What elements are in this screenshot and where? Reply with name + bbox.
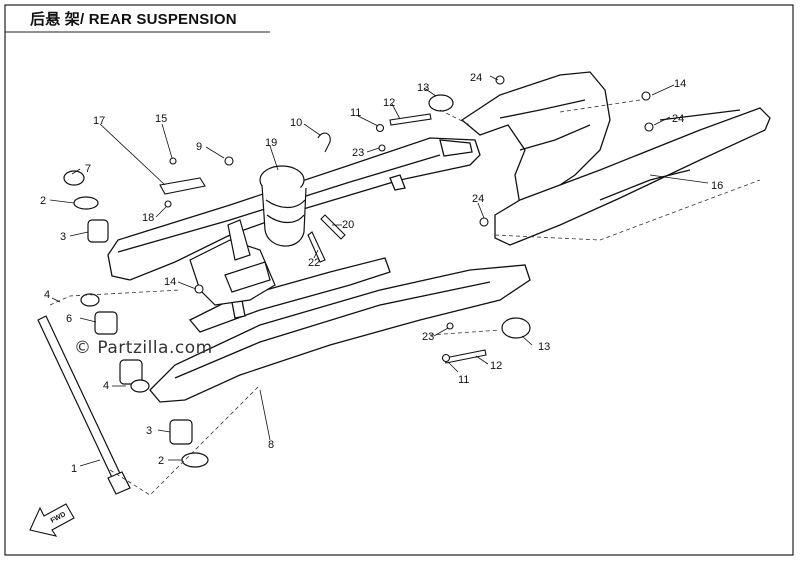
pivot-shaft [37, 315, 131, 495]
forward-direction-arrow: FWD [29, 503, 75, 537]
callout: 9 [196, 141, 202, 153]
page-title: 后悬 架/ REAR SUSPENSION [30, 11, 237, 28]
callout: 1 [71, 463, 77, 475]
callout: 22 [308, 257, 320, 269]
callout: 23 [422, 331, 434, 343]
callout: 14 [164, 276, 176, 288]
callout: 14 [674, 78, 686, 90]
chain-guard [494, 107, 771, 246]
diagram-border [4, 4, 794, 556]
callout-numbers: 1 2 2 3 3 4 4 6 7 8 9 10 11 11 12 12 13 … [40, 72, 723, 475]
callout: 11 [350, 107, 361, 119]
callout: 24 [472, 193, 484, 205]
leader-lines [49, 75, 709, 467]
callout: 4 [103, 380, 109, 392]
callout: 10 [290, 117, 302, 129]
callout: 15 [155, 113, 167, 125]
callout: 13 [417, 82, 429, 94]
callout: 11 [458, 374, 469, 386]
callout: 23 [352, 147, 364, 159]
callout: 17 [93, 115, 105, 127]
callout: 19 [265, 137, 277, 149]
callout: 7 [85, 163, 91, 175]
callout: 24 [470, 72, 482, 84]
callout: 8 [268, 439, 274, 451]
callout: 18 [142, 212, 154, 224]
callout: 6 [66, 313, 72, 325]
callout: 20 [342, 219, 354, 231]
callout: 24 [672, 113, 684, 125]
swing-arm-lower [149, 257, 531, 403]
callout: 13 [538, 341, 550, 353]
watermark: © Partzilla.com [74, 338, 213, 358]
callout: 12 [383, 97, 395, 109]
callout: 16 [711, 180, 723, 192]
callout: 12 [490, 360, 502, 372]
callout: 2 [158, 455, 164, 467]
callout: 3 [60, 231, 66, 243]
bushings [63, 94, 531, 468]
assembly-lines [49, 99, 761, 496]
callout: 2 [40, 195, 46, 207]
shock-absorber [227, 165, 307, 261]
callout: 4 [44, 289, 50, 301]
bracket [159, 132, 331, 195]
bolts [164, 75, 654, 364]
rear-fender [460, 71, 611, 206]
callout: 3 [146, 425, 152, 437]
